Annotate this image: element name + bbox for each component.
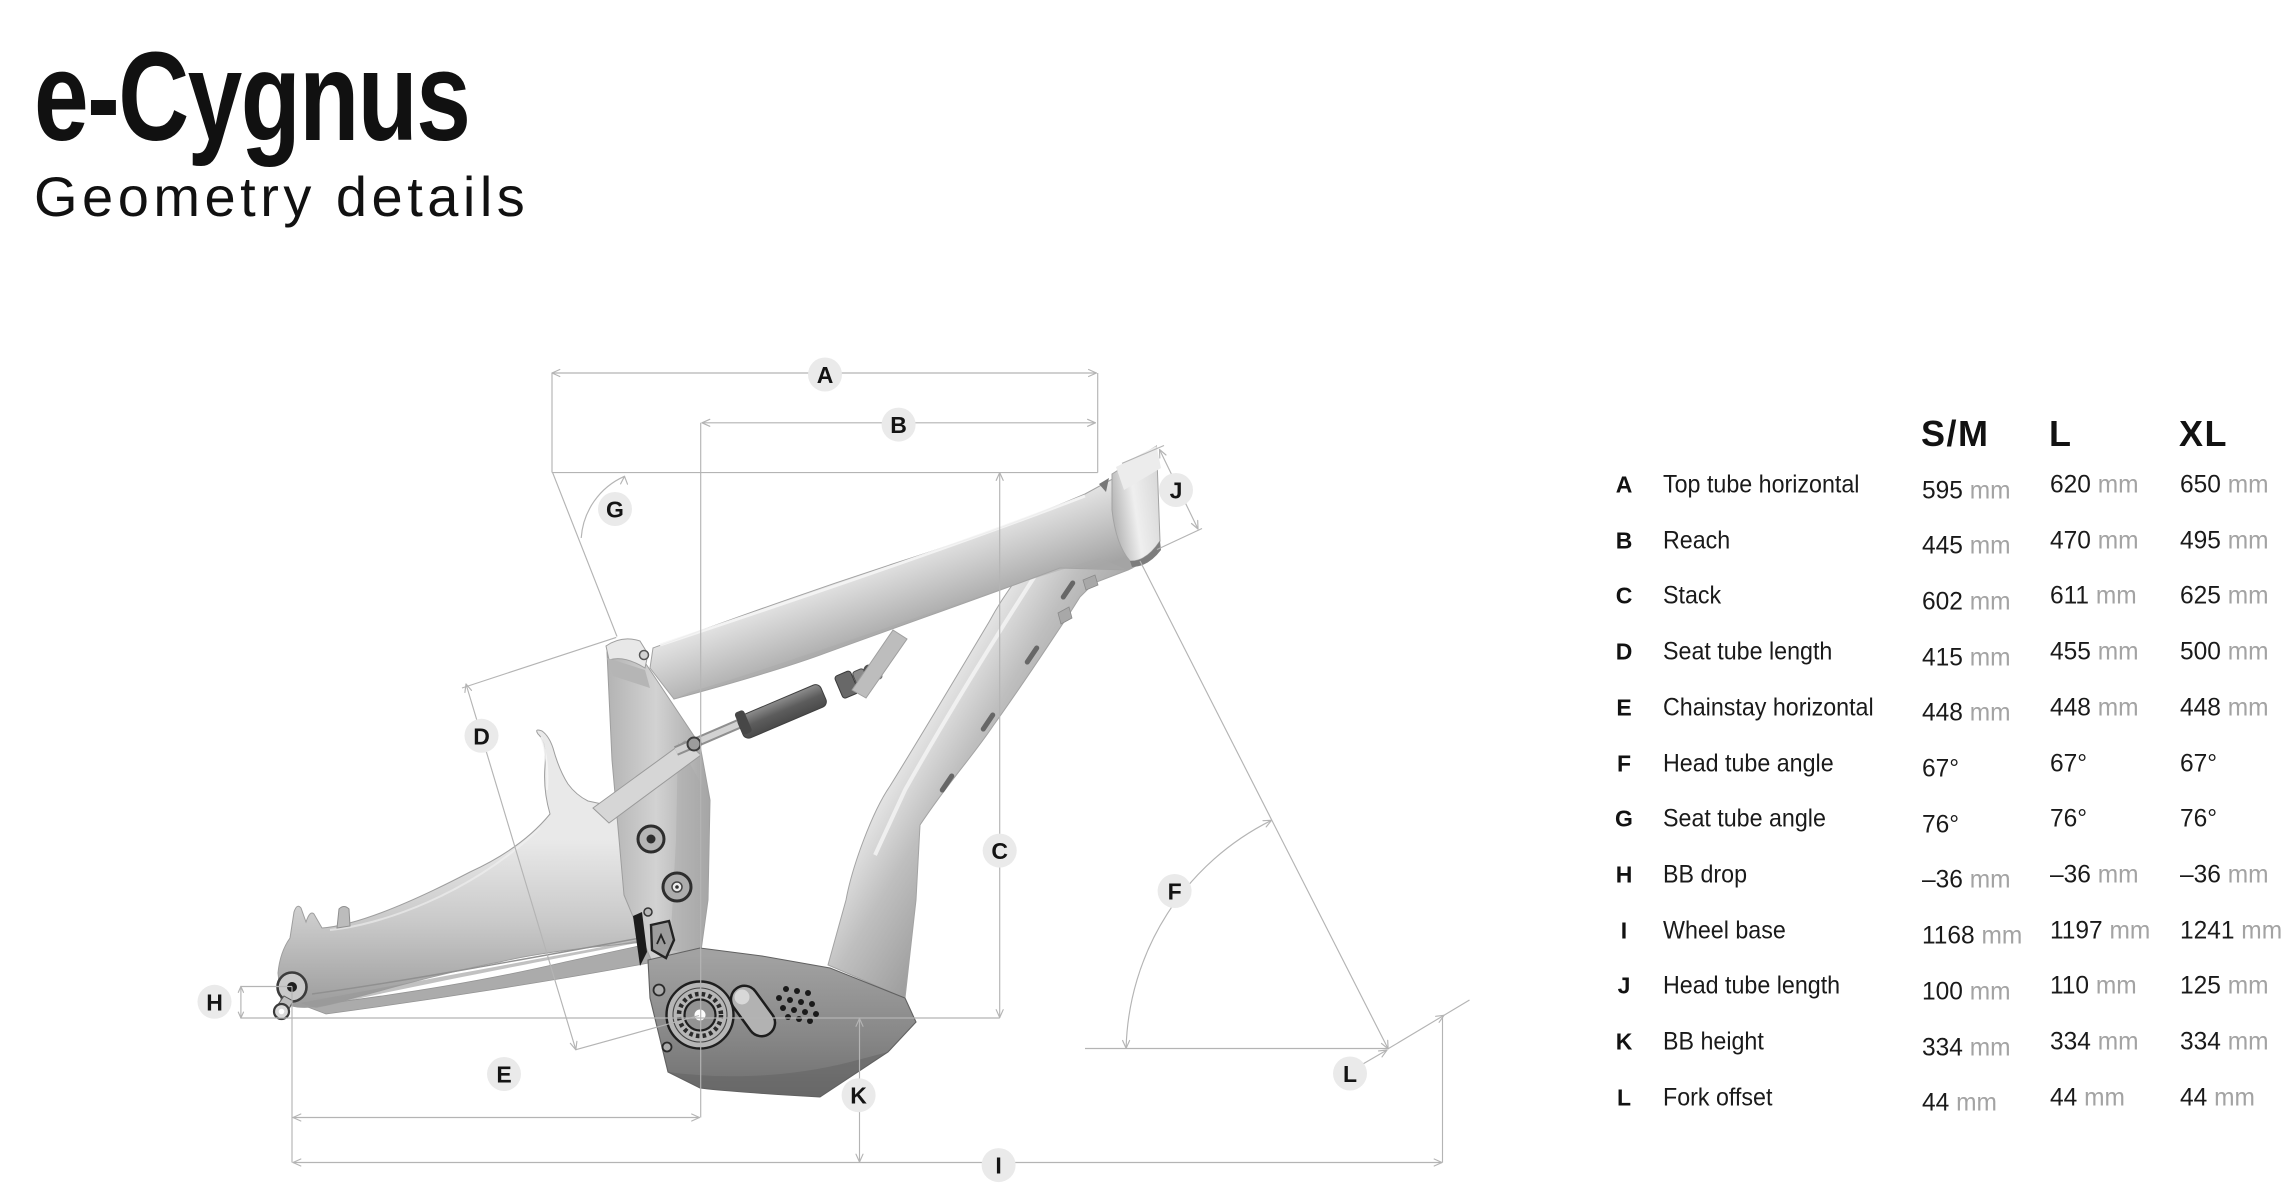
svg-text:A: A — [817, 362, 834, 388]
svg-text:L: L — [1343, 1061, 1357, 1087]
svg-text:B: B — [890, 412, 907, 438]
svg-text:H: H — [206, 989, 223, 1015]
svg-text:F: F — [1168, 879, 1182, 905]
svg-text:J: J — [1170, 478, 1183, 504]
svg-text:C: C — [991, 838, 1008, 864]
svg-text:I: I — [995, 1153, 1001, 1179]
svg-text:D: D — [473, 723, 490, 749]
svg-text:K: K — [850, 1083, 867, 1109]
svg-text:G: G — [606, 497, 624, 523]
svg-text:E: E — [496, 1062, 511, 1088]
